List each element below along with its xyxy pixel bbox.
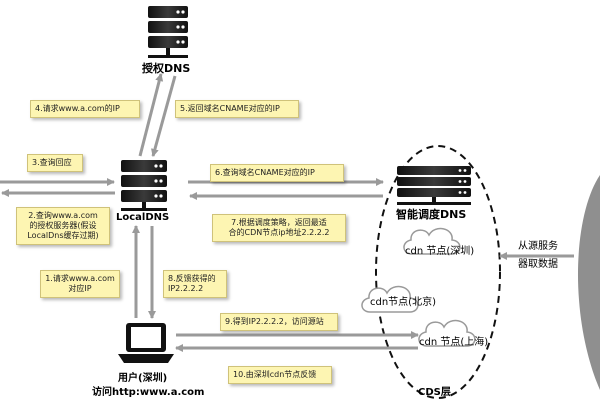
step-7-line-1: 7.根据调度策略，返回最适 — [231, 218, 327, 227]
smart-dns-server-icon — [397, 166, 471, 205]
step-8-line-1: 8.反馈获得的 — [168, 274, 216, 283]
step-4-note: 4.请求www.a.com的IP — [30, 100, 140, 118]
step-8-line-2: IP2.2.2.2 — [168, 284, 204, 293]
origin-line-1: 从源服务 — [518, 241, 558, 252]
cdn-node-shanghai-label: cdn 节点(上海) — [419, 337, 489, 348]
step-1-line-1: 1.请求www.a.com — [45, 274, 115, 283]
step-2-line-3: LocalDns缓存过期) — [27, 231, 99, 240]
smart-dns-label: 智能调度DNS — [396, 208, 467, 221]
cds-layer-label: CDS层 — [418, 387, 451, 398]
step-2-note: 2.查询www.a.com 的授权服务器(假设 LocalDns缓存过期) — [16, 207, 110, 245]
step-1-note: 1.请求www.a.com 对应IP — [40, 270, 120, 298]
arrow-step-4 — [138, 73, 164, 157]
cloud-icon-shenzhen — [403, 227, 461, 255]
user-access-label: 访问http:www.a.com — [92, 387, 205, 398]
step-7-line-2: 合的CDN节点ip地址2.2.2.2 — [228, 228, 330, 237]
arrow-step-5 — [150, 75, 177, 157]
cdn-node-beijing-label: cdn节点(北京) — [370, 297, 436, 308]
cloud-icon-beijing — [361, 285, 419, 313]
step-8-note: 8.反馈获得的 IP2.2.2.2 — [163, 270, 227, 298]
step-2-line-2: 的授权服务器(假设 — [29, 221, 97, 230]
origin-line-2: 器取数据 — [518, 259, 558, 270]
laptop-icon — [118, 323, 174, 363]
local-dns-server-icon — [121, 160, 167, 211]
user-label: 用户(深圳) — [118, 373, 168, 384]
step-5-note: 5.返回域名CNAME对应的IP — [175, 100, 299, 118]
cdn-node-shenzhen-label: cdn 节点(深圳) — [405, 246, 475, 257]
step-1-line-2: 对应IP — [68, 284, 92, 293]
step-3-note: 3.查询回应 — [27, 154, 83, 172]
origin-server-label: 从源服务 器取数据 — [508, 238, 568, 274]
cloud-icon-shanghai — [418, 319, 476, 347]
auth-dns-server-icon — [148, 6, 188, 58]
step-6-note: 6.查询域名CNAME对应的IP — [210, 164, 344, 182]
step-7-note: 7.根据调度策略，返回最适 合的CDN节点ip地址2.2.2.2 — [212, 214, 346, 242]
step-10-note: 10.由深圳cdn节点反馈 — [228, 366, 332, 384]
auth-dns-label: 授权DNS — [142, 62, 191, 75]
origin-server-shape — [577, 175, 600, 390]
cds-layer-boundary — [375, 145, 501, 399]
local-dns-label: LocalDNS — [116, 212, 170, 223]
step-2-line-1: 2.查询www.a.com — [28, 211, 98, 220]
step-9-note: 9.得到IP2.2.2.2，访问源站 — [220, 313, 338, 331]
